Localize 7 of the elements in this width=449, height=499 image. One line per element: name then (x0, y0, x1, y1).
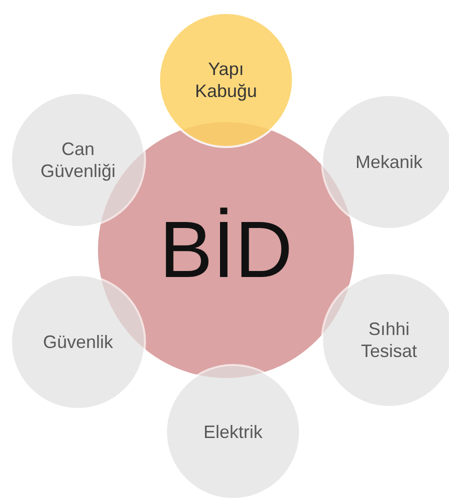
circle-label: Mekanik (355, 151, 423, 173)
circle-label: Can Güvenliği (39, 138, 117, 182)
circle-label: Güvenlik (42, 331, 114, 353)
circle-label: Elektrik (203, 421, 262, 443)
center-label: BİD (159, 204, 293, 296)
circle-label: Sıhhi Tesisat (360, 318, 418, 362)
circle-label: Yapı Kabuğu (194, 58, 258, 102)
